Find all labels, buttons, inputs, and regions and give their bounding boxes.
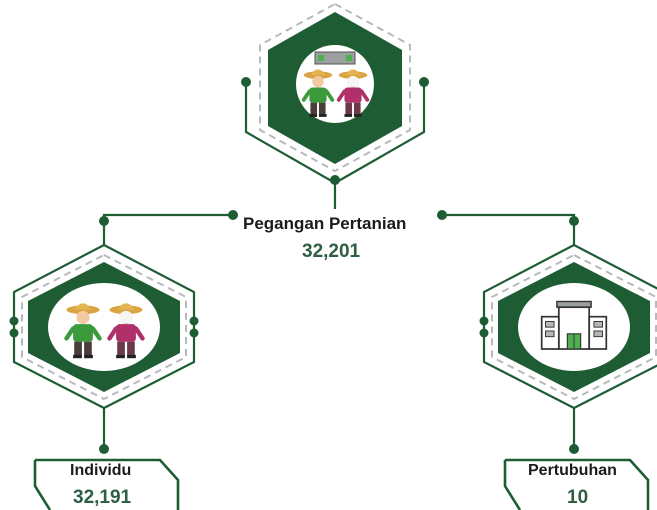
root-connector-dot bbox=[330, 175, 340, 185]
individu-value: 32,191 bbox=[73, 487, 132, 508]
individu-label-box bbox=[33, 458, 180, 510]
branch-dot-left-end bbox=[228, 210, 238, 220]
pertubuhan-node bbox=[479, 243, 657, 410]
pertubuhan-side-dot-l2 bbox=[479, 328, 489, 338]
root-title: Pegangan Pertanian bbox=[243, 214, 407, 233]
branch-dot-right-corner bbox=[569, 216, 579, 226]
individu-node bbox=[9, 243, 199, 410]
pertubuhan-connector-dot bbox=[569, 444, 579, 454]
pertubuhan-title: Pertubuhan bbox=[528, 462, 617, 479]
individu-icon-circle bbox=[48, 283, 160, 371]
individu-hexagon-dashed bbox=[21, 253, 187, 401]
branch-line-left bbox=[102, 213, 233, 245]
pertubuhan-side-dot-l1 bbox=[479, 316, 489, 326]
root-hexagon-dashed bbox=[259, 2, 411, 173]
pertubuhan-label-box bbox=[503, 458, 650, 510]
individu-side-dot-l2 bbox=[9, 328, 19, 338]
individu-title: Individu bbox=[70, 462, 132, 479]
pertubuhan-hexagon-dashed bbox=[491, 253, 657, 401]
root-frame-dot-right bbox=[419, 77, 429, 87]
branch-dot-right-end bbox=[437, 210, 447, 220]
branch-dot-left-corner bbox=[99, 216, 109, 226]
individu-side-dot-l1 bbox=[9, 316, 19, 326]
root-value: 32,201 bbox=[302, 241, 361, 262]
farmers-with-building-icon bbox=[301, 51, 370, 119]
individu-side-dot-r1 bbox=[189, 316, 199, 326]
individu-side-dot-r2 bbox=[189, 328, 199, 338]
pertubuhan-value: 10 bbox=[567, 487, 589, 508]
root-node bbox=[241, 2, 429, 185]
individu-connector-dot bbox=[99, 444, 109, 454]
root-frame-dot-left bbox=[241, 77, 251, 87]
branch-line-right bbox=[442, 213, 576, 245]
